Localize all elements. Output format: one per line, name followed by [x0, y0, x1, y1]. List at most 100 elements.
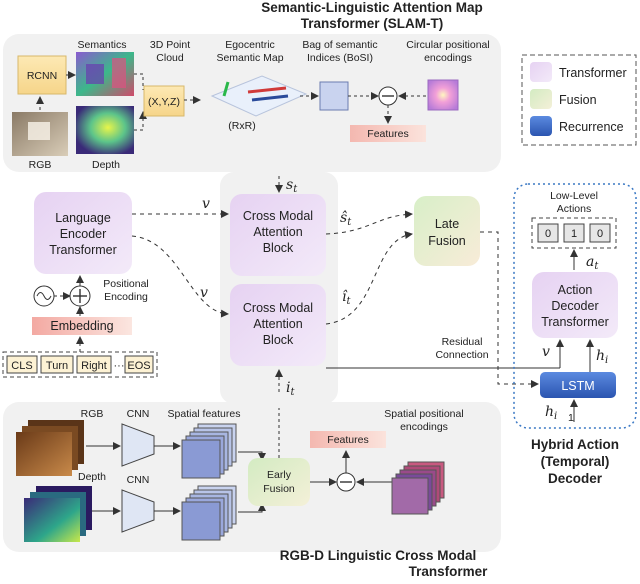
it-label: it [286, 380, 295, 398]
token-eos [124, 355, 154, 374]
cnn1-shape [121, 423, 155, 467]
action-cell-1-label: 1 [571, 228, 577, 240]
rgb-label-top: RGB [29, 159, 52, 171]
slam-title-line2: Transformer (SLAM-T) [301, 16, 444, 31]
features-label-top: Features [367, 128, 408, 140]
sinusoid-wave [36, 292, 52, 300]
cm-top-l3: Block [263, 241, 294, 255]
action-cell-2 [589, 223, 611, 243]
circular-enc-label-line2: encodings [424, 52, 472, 64]
language-encoder-l1: Language [55, 211, 111, 225]
token-ellipsis: ··· [114, 360, 125, 372]
circular-enc-box [427, 79, 459, 111]
minus-one-label: 1 [568, 412, 574, 424]
feat-rgb-to-fusion [238, 451, 266, 461]
lstm-label: LSTM [561, 379, 594, 393]
cnn2-label: CNN [127, 474, 150, 486]
spatial-feature-stack-rgb [181, 423, 237, 479]
legend-transformer-label: Transformer [559, 66, 627, 80]
hybrid-title-l1: Hybrid Action [531, 437, 619, 452]
token-right [76, 355, 112, 374]
bosi-box [319, 81, 349, 111]
language-encoder-l2: Encoder [60, 227, 107, 241]
h-i-label-upper: hi [596, 348, 608, 366]
v-label-bottom: v [200, 285, 208, 301]
spatial-pos-label-l1: Spatial positional [384, 408, 463, 420]
legend-recurrence-label: Recurrence [559, 120, 624, 134]
spatial-features-label: Spatial features [168, 408, 241, 420]
spatial-pos-label-l2: encodings [400, 421, 448, 433]
residual-label-l1: Residual [442, 336, 483, 348]
s-hat-arrow [325, 210, 413, 235]
lstm-block [540, 372, 616, 398]
st-label: st [286, 177, 298, 195]
spatial-feature-stack-depth [181, 485, 237, 541]
i-hat-label: ît [342, 289, 351, 307]
h-i-label-lower: hi [545, 404, 557, 422]
pointcloud-label-line2: Cloud [156, 52, 184, 64]
bosi-label-line1: Bag of semantic [302, 39, 377, 51]
adt-l1: Action [558, 283, 593, 297]
residual-label-l2: Connection [435, 349, 488, 361]
adt-l3: Transformer [541, 315, 609, 329]
token-turn-label: Turn [46, 360, 68, 372]
i-hat-arrow [325, 231, 413, 325]
rcnn-label: RCNN [27, 70, 57, 82]
features-box-top [350, 125, 426, 142]
token-cls [6, 355, 38, 374]
depth-to-pc-arrow [134, 111, 147, 131]
semantics-to-pc-arrow [134, 73, 144, 90]
features-label-bottom: Features [327, 434, 368, 446]
cross-modal-block-top [230, 194, 326, 276]
cm-top-l2: Attention [253, 225, 302, 239]
rgb-image-top-detail [28, 122, 50, 140]
rgbd-title-line1: RGB-D Linguistic Cross Modal [280, 548, 477, 563]
legend-recurrence-swatch [530, 116, 552, 136]
features-box-bottom [310, 431, 386, 448]
cnn1-label: CNN [127, 408, 150, 420]
rgbd-title-line2: Transformer [409, 564, 489, 579]
egomap-label-line2: Semantic Map [216, 52, 283, 64]
early-fusion-l2: Fusion [263, 483, 295, 495]
s-hat-label: ŝt [340, 210, 352, 228]
spatial-pos-encoding-stack [391, 461, 445, 515]
late-fusion-to-lstm [480, 231, 539, 388]
pointcloud-box [143, 85, 185, 117]
late-fusion-l1: Late [435, 217, 459, 231]
embedding-label: Embedding [50, 319, 113, 333]
early-fusion-l1: Early [267, 469, 292, 481]
action-cell-1 [563, 223, 585, 243]
language-encoder-block [34, 192, 132, 274]
pointcloud-label-line1: 3D Point [150, 39, 190, 51]
rxr-label: (RxR) [228, 120, 255, 132]
hybrid-title-l3: Decoder [548, 471, 603, 486]
cm-bottom-l1: Cross Modal [243, 301, 313, 315]
early-fusion-block [248, 458, 310, 506]
rgb-image-bottom-front [16, 432, 72, 476]
cnn2-shape [121, 489, 155, 533]
embedding-box [32, 317, 132, 335]
adt-l2: Decoder [551, 299, 598, 313]
cm-bottom-l2: Attention [253, 317, 302, 331]
feat-depth-to-fusion [238, 503, 266, 513]
token-eos-label: EOS [127, 360, 150, 372]
semantics-image-detail [86, 64, 104, 84]
egocentric-map [210, 75, 308, 117]
positional-enc-label-l1: Positional [103, 278, 149, 290]
legend-fusion-swatch [530, 89, 552, 109]
bosi-label-line2: Indices (BoSI) [307, 52, 373, 64]
late-fusion-l2: Fusion [428, 234, 466, 248]
egomap-stripe-green [222, 81, 230, 97]
v-arrow-bottom [131, 235, 229, 318]
positional-enc-label-l2: Encoding [104, 291, 148, 303]
v-label-top: v [202, 196, 210, 212]
cm-bottom-l3: Block [263, 333, 294, 347]
depth-label-top: Depth [92, 159, 120, 171]
v-label-residual: v [542, 344, 550, 360]
egomap-stripe-red [247, 86, 287, 94]
a-t-label: at [586, 254, 599, 272]
cm-top-l1: Cross Modal [243, 209, 313, 223]
token-turn [40, 355, 74, 374]
low-level-l1: Low-Level [550, 190, 598, 202]
